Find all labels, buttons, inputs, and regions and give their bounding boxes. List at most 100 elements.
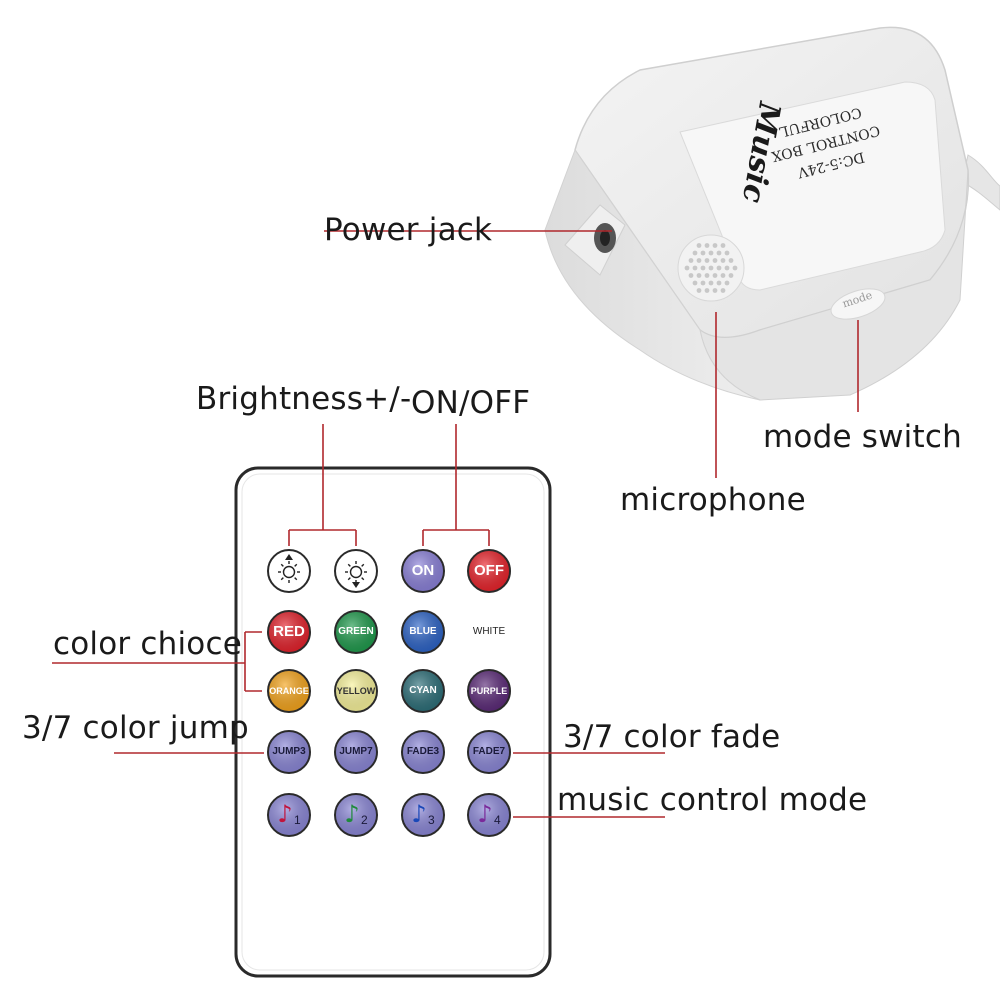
microphone-hole bbox=[724, 280, 730, 286]
microphone-hole bbox=[704, 258, 710, 263]
callout-mode-switch: mode switch bbox=[763, 419, 962, 455]
remote-button-shade bbox=[269, 732, 309, 772]
remote-button-label: FADE3 bbox=[406, 746, 440, 757]
microphone-hole bbox=[724, 250, 730, 256]
microphone-hole bbox=[712, 273, 718, 278]
microphone-hole bbox=[700, 250, 706, 256]
callout-music-control-mode: music control mode bbox=[557, 782, 868, 818]
leader-on-off bbox=[422, 424, 490, 546]
remote-button-brightness-down-icon[interactable] bbox=[334, 549, 378, 593]
mode-switch-button[interactable] bbox=[827, 283, 888, 325]
remote-button-shade bbox=[403, 612, 443, 652]
remote-button-shade bbox=[336, 671, 376, 711]
microphone-hole bbox=[696, 273, 702, 278]
microphone-hole bbox=[704, 243, 710, 248]
control-box bbox=[544, 26, 970, 401]
microphone-hole bbox=[708, 250, 714, 256]
brightness-down-icon bbox=[345, 561, 367, 588]
callout-color-jump: 3/7 color jump bbox=[22, 710, 249, 746]
remote-button-shade bbox=[336, 795, 376, 835]
music-note-icon: ♪ bbox=[477, 800, 492, 828]
callout-power-jack: Power jack bbox=[324, 212, 493, 248]
control-box-label-plate bbox=[679, 81, 946, 291]
remote-button-label: GREEN bbox=[338, 626, 374, 637]
remote-button-label: BLUE bbox=[409, 626, 437, 637]
remote-button-shade bbox=[469, 795, 509, 835]
remote-button-shade bbox=[403, 551, 443, 591]
microphone-hole bbox=[720, 243, 726, 248]
remote-button-shade bbox=[269, 795, 309, 835]
remote-button-label: JUMP7 bbox=[339, 746, 373, 757]
microphone-hole bbox=[720, 258, 726, 263]
remote-button-label: PURPLE bbox=[470, 685, 508, 696]
callout-brightness: Brightness+/- bbox=[196, 381, 412, 417]
remote-button-shade bbox=[403, 732, 443, 772]
microphone-hole bbox=[716, 265, 722, 271]
microphone-hole bbox=[696, 243, 702, 248]
microphone-hole bbox=[732, 265, 738, 271]
microphone-hole bbox=[720, 273, 726, 278]
remote-button-label: 4 bbox=[494, 813, 501, 827]
microphone-hole bbox=[716, 250, 722, 256]
remote-button-label: ORANGE bbox=[269, 685, 309, 696]
remote-button-shade bbox=[469, 732, 509, 772]
remote-button-shade bbox=[403, 671, 443, 711]
remote-button-shade bbox=[269, 671, 309, 711]
remote-button-label: ON bbox=[411, 562, 435, 579]
microphone-hole bbox=[712, 288, 718, 293]
remote-button-shade bbox=[469, 551, 509, 591]
microphone-hole bbox=[716, 280, 722, 286]
music-note-icon: ♪ bbox=[411, 800, 426, 828]
remote-button-label: YELLOW bbox=[336, 685, 376, 696]
microphone-hole bbox=[712, 258, 718, 263]
microphone-hole bbox=[712, 243, 718, 248]
remote-button-label[interactable]: WHITE bbox=[472, 626, 506, 637]
music-note-icon: ♪ bbox=[344, 800, 359, 828]
microphone-hole bbox=[696, 258, 702, 263]
cable bbox=[961, 154, 1000, 211]
remote-button-label: OFF bbox=[474, 562, 504, 579]
microphone-hole bbox=[692, 265, 698, 271]
remote-button-label: CYAN bbox=[409, 685, 437, 696]
microphone-hole bbox=[728, 258, 734, 263]
microphone-hole bbox=[700, 280, 706, 286]
microphone-hole bbox=[704, 288, 710, 293]
music-note-icon: ♪ bbox=[277, 800, 292, 828]
leader-brightness bbox=[288, 424, 357, 546]
microphone-hole bbox=[700, 265, 706, 271]
remote-body bbox=[234, 466, 552, 978]
microphone-hole bbox=[708, 280, 714, 286]
remote-button-shade bbox=[336, 732, 376, 772]
leader-lines bbox=[52, 230, 859, 818]
callout-color-choice: color chioce bbox=[53, 626, 242, 662]
remote-button-shade bbox=[403, 795, 443, 835]
microphone-hole bbox=[692, 250, 698, 256]
microphone-hole bbox=[708, 265, 714, 271]
microphone-hole bbox=[728, 273, 734, 278]
microphone-hole bbox=[684, 265, 690, 271]
remote-button-brightness-up-icon[interactable] bbox=[267, 549, 311, 593]
microphone-hole bbox=[688, 273, 694, 278]
remote-button-label: 1 bbox=[294, 813, 301, 827]
microphone-hole bbox=[696, 288, 702, 293]
remote-button-label: JUMP3 bbox=[272, 746, 306, 757]
remote-button-shade bbox=[336, 612, 376, 652]
remote-button-label: 3 bbox=[428, 813, 435, 827]
microphone-hole bbox=[688, 258, 694, 263]
callout-on-off: ON/OFF bbox=[411, 385, 531, 421]
microphone-hole bbox=[724, 265, 730, 271]
microphone-hole bbox=[720, 288, 726, 293]
brightness-up-icon bbox=[278, 554, 300, 583]
microphone-hole bbox=[692, 280, 698, 286]
remote-button-shade bbox=[469, 671, 509, 711]
microphone-grille bbox=[677, 234, 745, 302]
callout-microphone: microphone bbox=[620, 482, 806, 518]
leader-color-choice bbox=[52, 631, 262, 692]
remote-button-label: FADE7 bbox=[472, 746, 506, 757]
remote-button-shade bbox=[269, 612, 309, 652]
remote-inner-edge bbox=[241, 473, 545, 971]
callout-color-fade: 3/7 color fade bbox=[563, 719, 781, 755]
remote-button-label: 2 bbox=[361, 813, 368, 827]
